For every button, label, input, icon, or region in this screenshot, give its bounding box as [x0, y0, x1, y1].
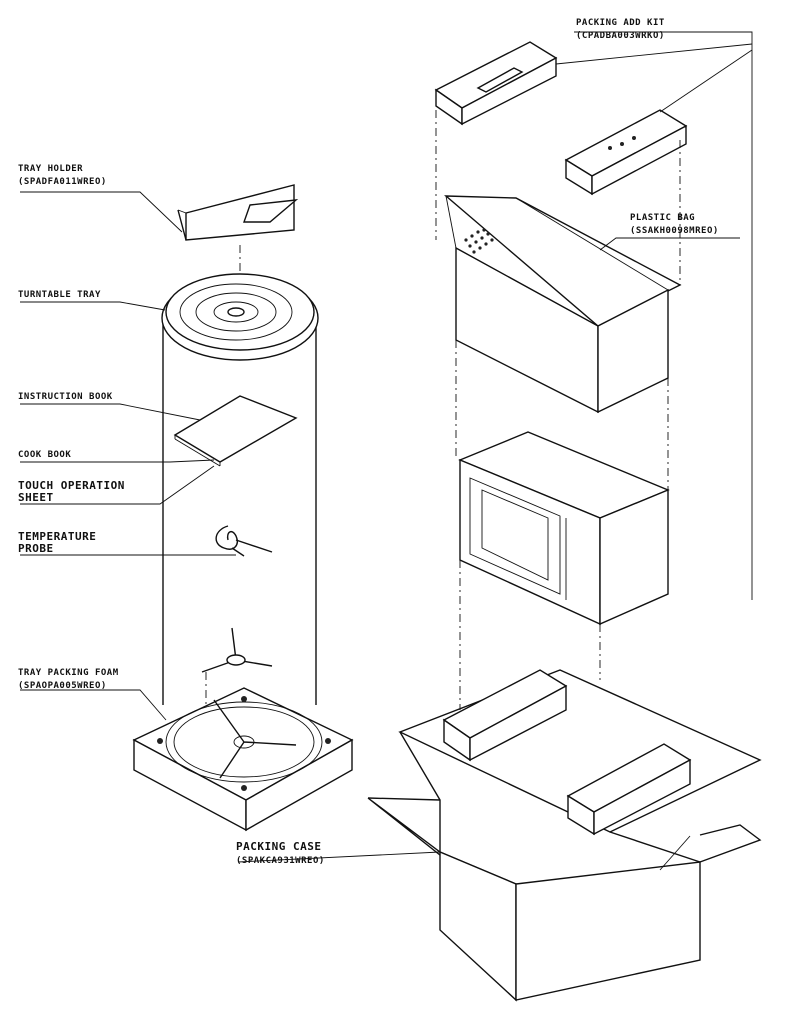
microwave-oven-drawing [458, 431, 670, 626]
packing-case-drawing [367, 669, 762, 1002]
temperature-probe-label-line2: PROBE [18, 542, 54, 555]
right-leader-lines [237, 31, 753, 871]
touch-operation-sheet-label-line1: TOUCH OPERATION [18, 479, 125, 492]
bag-vent-holes [464, 228, 494, 254]
left-leader-lines [20, 191, 236, 721]
touch-operation-sheet-label-line2: SHEET [18, 491, 54, 504]
packing-case-label: PACKING CASE [236, 840, 322, 853]
plastic-bag-label: PLASTIC BAG [630, 213, 696, 223]
tray-packing-foam-drawing [132, 687, 354, 832]
instruction-book-drawing [173, 395, 298, 467]
packing-add-kit-label: PACKING ADD KIT [576, 18, 665, 28]
plastic-bag-part-number: (SSAKH0098MREO) [630, 226, 719, 236]
temperature-probe-drawing [215, 525, 273, 557]
cook-book-label: COOK BOOK [18, 450, 72, 460]
tray-packing-foam-part-number: (SPAOPA005WREO) [18, 681, 107, 691]
tray-holder-label: TRAY HOLDER [18, 164, 84, 174]
packing-case-part-number: (SPAKCA931WREO) [236, 856, 325, 866]
tray-holder-drawing [177, 184, 299, 241]
packing-add-kit-drawing [434, 41, 688, 196]
tray-packing-foam-label: TRAY PACKING FOAM [18, 668, 119, 678]
instruction-book-label: INSTRUCTION BOOK [18, 392, 113, 402]
plastic-bag-drawing [444, 195, 682, 414]
turntable-tray-label: TURNTABLE TRAY [18, 290, 101, 300]
temperature-probe-label-line1: TEMPERATURE [18, 530, 97, 543]
turntable-tray-drawing [161, 273, 319, 361]
packing-add-kit-part-number: (CPADBA003WRKO) [576, 31, 665, 41]
tray-holder-part-number: (SPADFA011WREO) [18, 177, 107, 187]
